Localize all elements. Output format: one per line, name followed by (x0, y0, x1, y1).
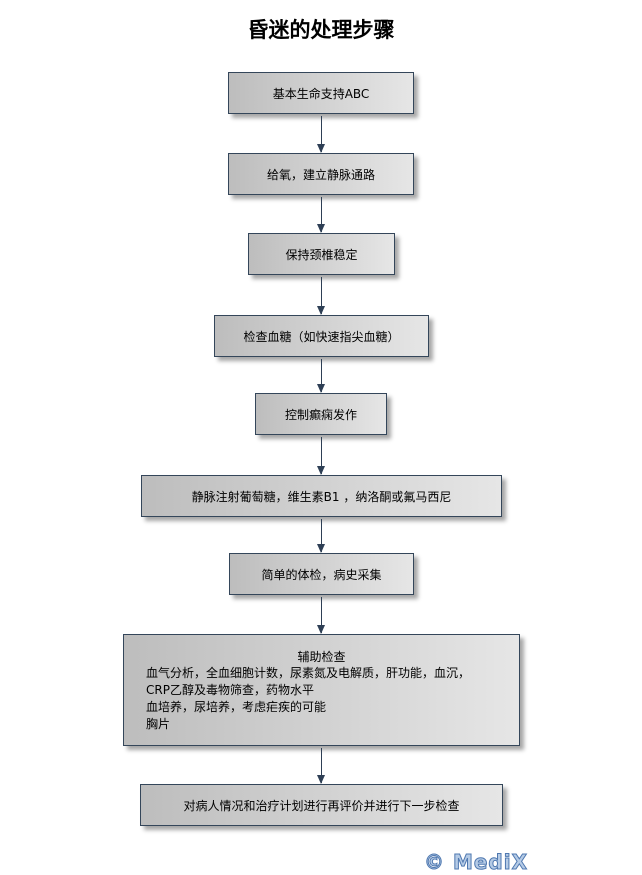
step-detail-line: 血培养，尿培养，考虑疟疾的可能 (146, 699, 327, 714)
step-label: 给氧，建立静脉通路 (266, 167, 375, 182)
step-blood-glucose: 检查血糖（如快速指尖血糖） (214, 315, 429, 357)
step-cervical-spine: 保持颈椎稳定 (248, 233, 395, 275)
step-iv-glucose: 静脉注射葡萄糖，维生素B1 ，纳洛酮或氟马西尼 (141, 475, 502, 517)
step-label: 基本生命支持ABC (272, 86, 370, 101)
step-label: 静脉注射葡萄糖，维生素B1 ，纳洛酮或氟马西尼 (191, 489, 452, 504)
step-label: 对病人情况和治疗计划进行再评价并进行下一步检查 (183, 798, 460, 813)
step-seizure-control: 控制癫痫发作 (255, 393, 387, 435)
step-oxygen-iv: 给氧，建立静脉通路 (228, 153, 414, 195)
step-auxiliary-tests: 辅助检查 血气分析，全血细胞计数，尿素氮及电解质，肝功能，血沉， CRP乙醇及毒… (123, 634, 520, 746)
arrow (317, 116, 325, 153)
step-label: 检查血糖（如快速指尖血糖） (243, 329, 400, 344)
step-detail-line: 胸片 (146, 716, 171, 731)
arrow (317, 437, 325, 475)
step-detail-line: CRP乙醇及毒物筛查，药物水平 (146, 682, 314, 697)
step-reevaluation: 对病人情况和治疗计划进行再评价并进行下一步检查 (140, 784, 503, 826)
arrow (317, 519, 325, 553)
diagram-title: 昏迷的处理步骤 (247, 17, 395, 42)
step-basic-life-support: 基本生命支持ABC (228, 72, 414, 114)
arrow (317, 197, 325, 233)
step-label: 辅助检查 (297, 649, 346, 664)
medix-watermark-logo: © MediX (423, 850, 529, 875)
step-label: 简单的体检，病史采集 (261, 567, 382, 582)
step-exam-history: 简单的体检，病史采集 (229, 553, 414, 595)
step-label: 控制癫痫发作 (284, 407, 357, 422)
step-detail-line: 血气分析，全血细胞计数，尿素氮及电解质，肝功能，血沉， (146, 665, 471, 680)
step-label: 保持颈椎稳定 (285, 247, 358, 262)
arrow (317, 359, 325, 393)
arrow (317, 597, 325, 634)
arrow (317, 748, 325, 784)
arrow (317, 277, 325, 315)
